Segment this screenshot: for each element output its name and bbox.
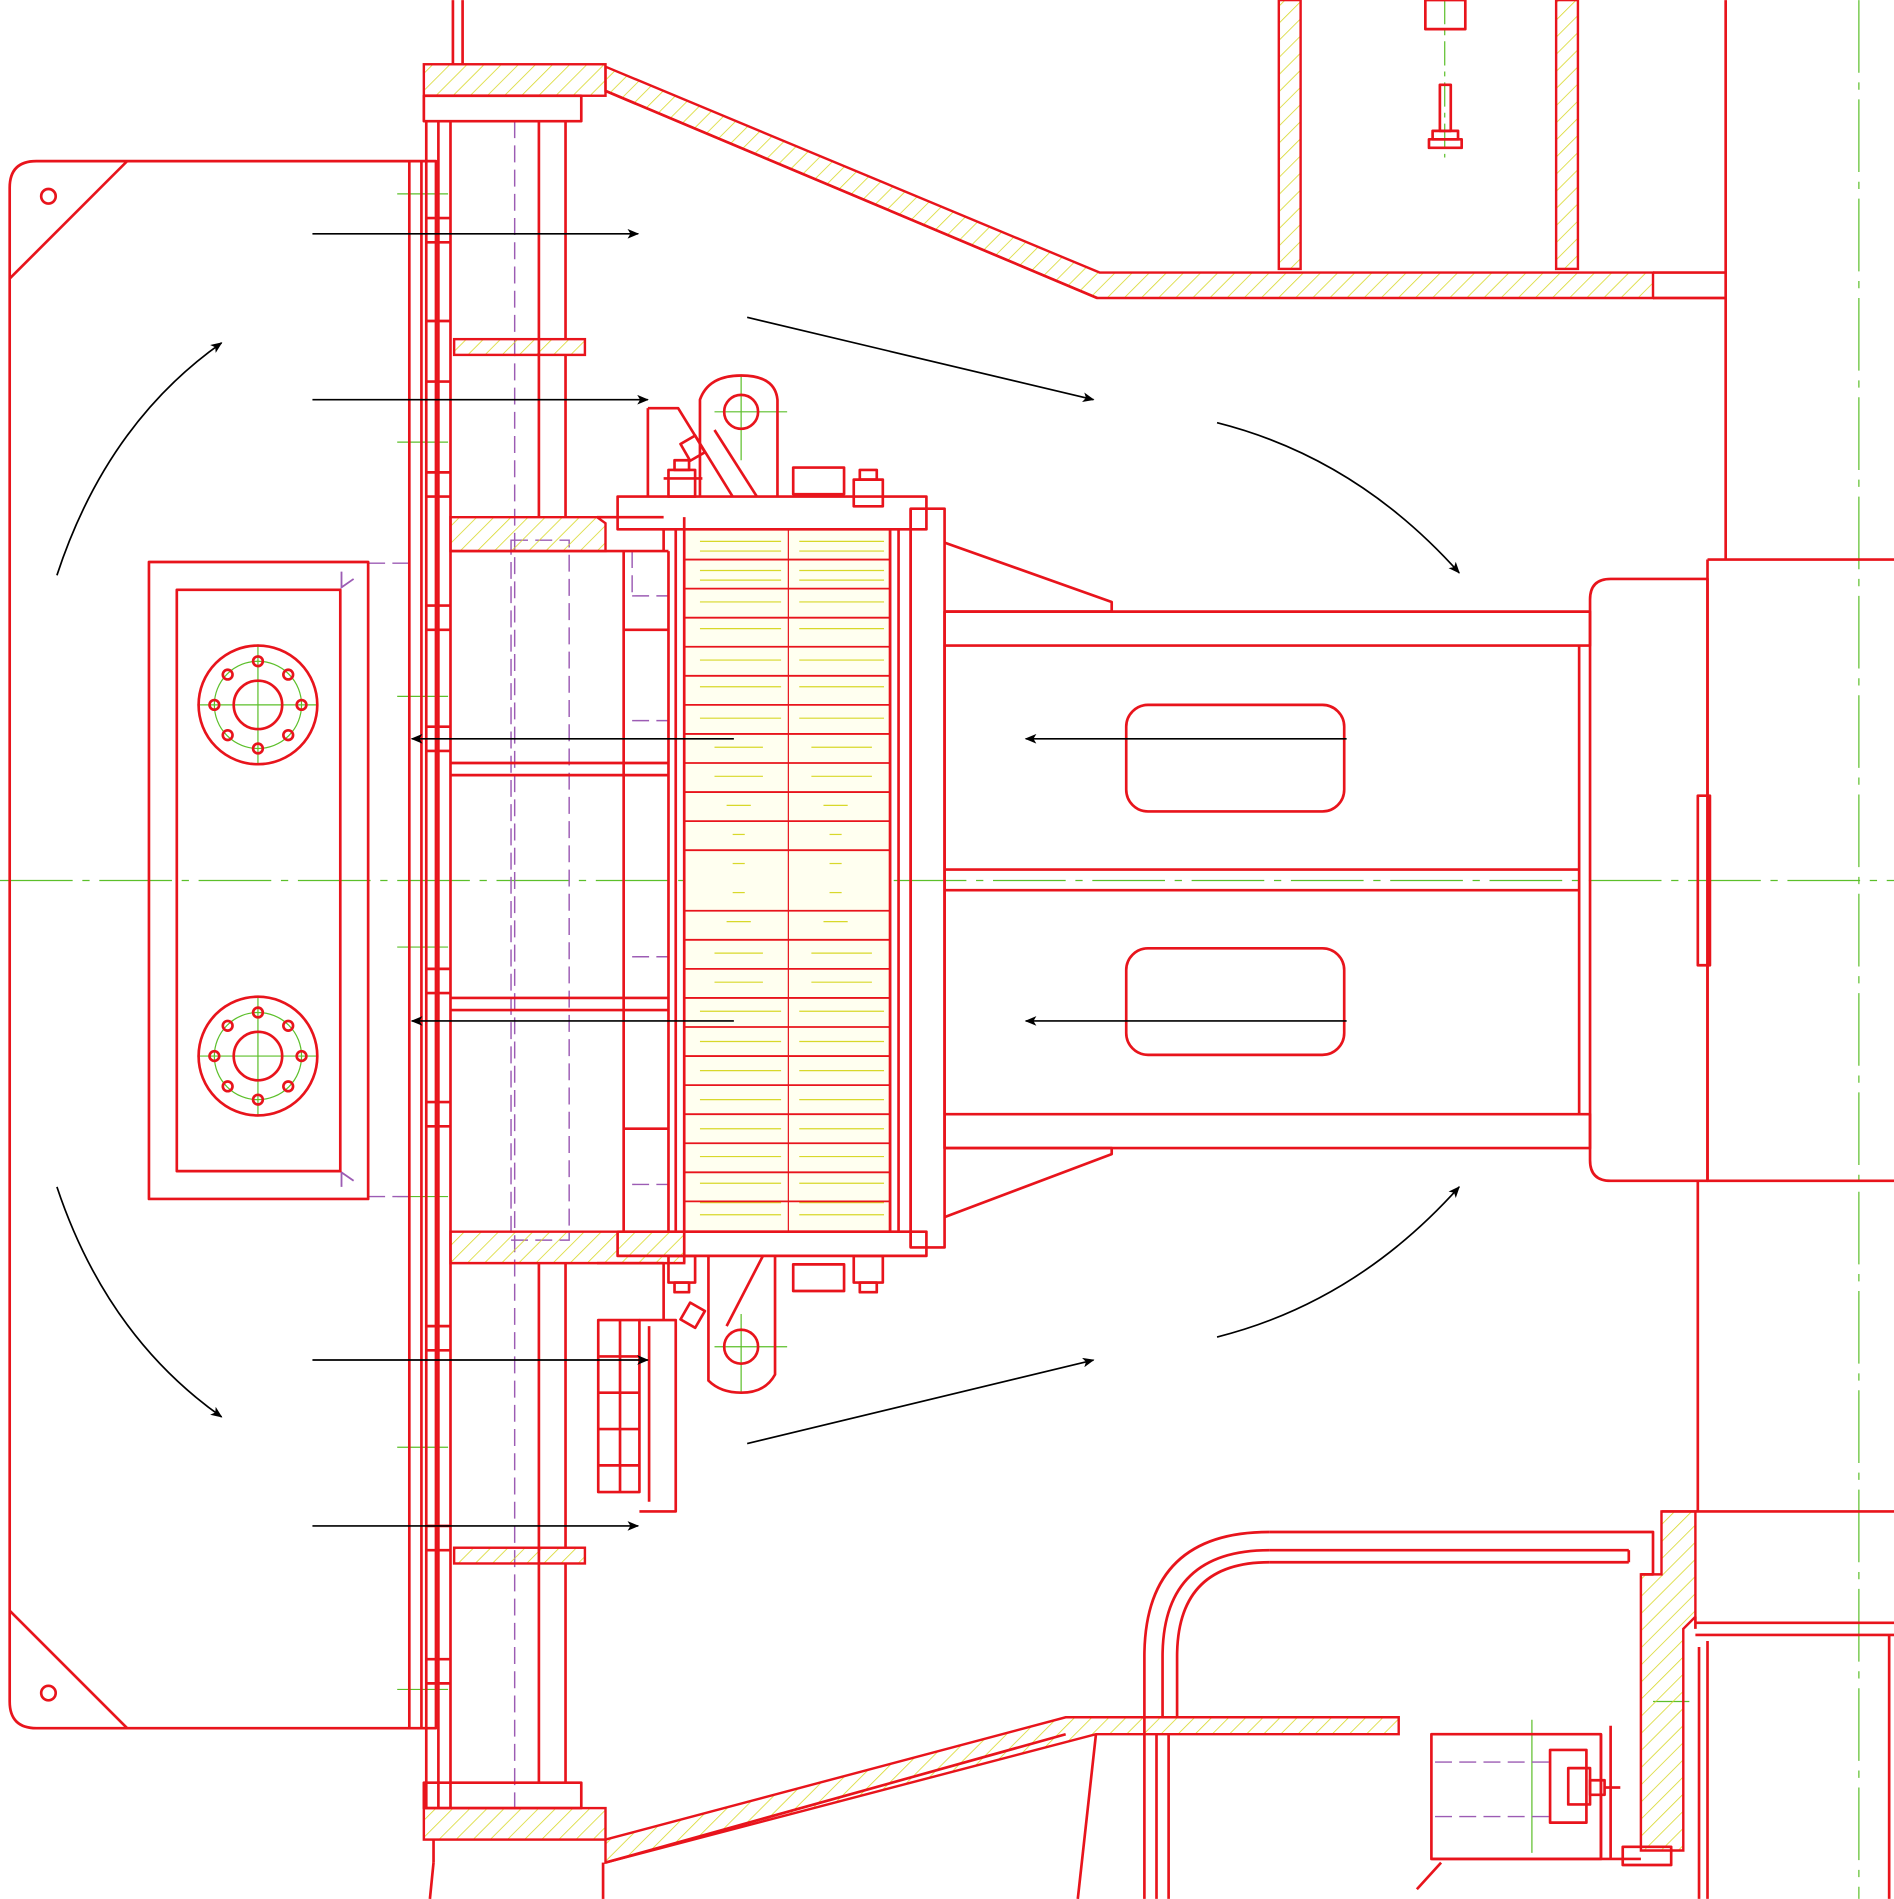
bearing-flange-upper — [197, 644, 319, 766]
flow-arrow — [746, 316, 1095, 402]
left-housing — [8, 159, 438, 1730]
hatched-sections — [422, 0, 1697, 1865]
core-laminations — [699, 540, 885, 1216]
top-collar-hatch — [452, 337, 587, 357]
wall-bolt-ticks — [426, 216, 451, 1685]
sensor-block — [1430, 1732, 1603, 1861]
upper-box-left-wall — [1277, 0, 1302, 271]
right-casing-hatch — [1639, 1510, 1697, 1852]
lower-window — [1124, 946, 1346, 1057]
core-bottom-endplate — [616, 1230, 928, 1258]
lower-arm — [944, 1146, 1114, 1219]
flow-arrow-curved — [56, 1186, 223, 1418]
lower-hinge-pin — [722, 1328, 760, 1365]
upper-box-right-wall — [1554, 0, 1580, 271]
flow-arrow — [746, 1357, 1095, 1445]
mount-hole-top — [39, 187, 58, 205]
bearing-box-inner — [175, 588, 342, 1173]
upper-duct-wall-hatch — [604, 64, 1655, 300]
bearing-flange-lower — [197, 995, 319, 1117]
bottom-collar-hatch — [452, 1546, 587, 1565]
plate-upper-hatch — [449, 515, 607, 553]
upper-window — [1124, 703, 1346, 813]
lower-comb — [596, 1318, 641, 1494]
core-slot-dividers — [684, 529, 891, 1232]
lower-hinge — [707, 1255, 777, 1395]
plate-lower-hatch — [449, 1230, 686, 1265]
upper-nut — [852, 478, 885, 508]
upper-arm — [944, 541, 1114, 613]
core-block — [683, 528, 892, 1233]
upper-bolt — [667, 468, 697, 498]
flow-arrow-curved — [1216, 1186, 1460, 1338]
upper-hinge-pin — [722, 393, 760, 431]
right-hub — [1588, 577, 1709, 1183]
core-top-endplate — [616, 495, 928, 531]
flow-arrow-curved — [1216, 421, 1460, 574]
inner-frame-outline — [340, 571, 355, 1187]
airflow-arrows — [56, 228, 1460, 1531]
lower-nut — [852, 1254, 885, 1284]
bearing-box-outer — [147, 560, 370, 1201]
lower-duct-wall-hatch — [604, 1716, 1400, 1865]
structure-outlines — [8, 0, 1894, 1899]
mount-hole-bottom — [39, 1684, 58, 1702]
bottom-flange-hatch — [422, 1806, 607, 1841]
top-flange-hatch — [422, 63, 607, 97]
upper-hinge — [698, 374, 779, 497]
flow-arrow-curved — [56, 342, 223, 576]
